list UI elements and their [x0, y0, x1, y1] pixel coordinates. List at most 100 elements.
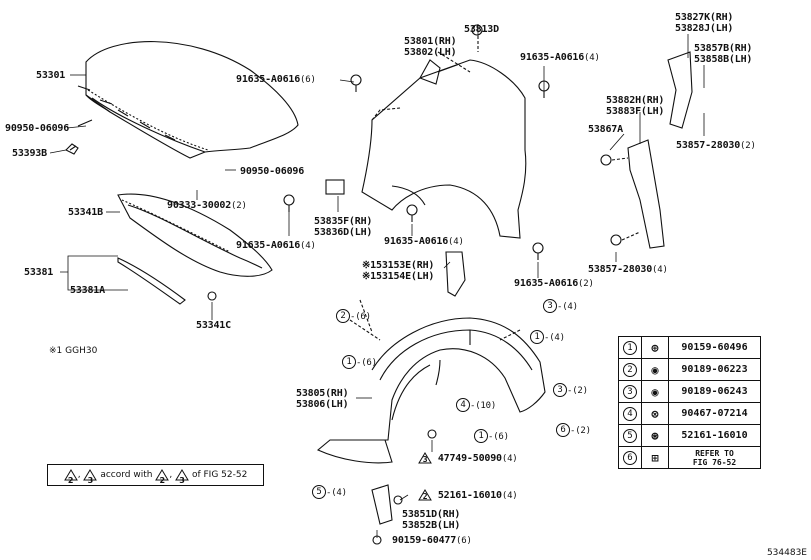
label-91635a-part: 91635-A0616	[236, 74, 301, 85]
triangle-2-icon: 2	[63, 468, 78, 485]
legend-row: 3◉90189-06243	[618, 380, 761, 403]
legend-number: 6	[618, 446, 642, 469]
legend-part-number: 90189-06243	[668, 380, 761, 403]
fastener-icon: ⊛	[641, 424, 669, 447]
label-91635a-qty: (6)	[300, 75, 316, 85]
label-53883f-lh: 53883F(LH)	[606, 106, 665, 117]
label-91635-a0616-2: 91635-A0616(2)	[514, 278, 594, 290]
label-91635-a0616-4-top: 91635-A0616(4)	[520, 52, 600, 64]
label-53381a: 53381A	[70, 285, 105, 296]
label-53857-28030-4: 53857-28030(4)	[588, 264, 668, 276]
label-53827k-rh: 53827K(RH)	[675, 12, 734, 23]
label-53828j-lh: 53828J(LH)	[675, 23, 734, 34]
legend-row: 4⊗90467-07214	[618, 402, 761, 425]
callout-6-2: 6-(2)	[556, 423, 591, 437]
label-53835f-rh: 53835F(RH)	[314, 216, 373, 227]
label-53154e-lh: ※153154E(LH)	[362, 271, 435, 282]
label-91635-a0616-4-mid: 91635-A0616(4)	[384, 236, 464, 248]
note-figure-ref: of FIG 52-52	[191, 470, 248, 480]
label-90159-60477: 90159-60477(6)	[392, 535, 472, 547]
label-91635c-qty: (4)	[300, 241, 316, 251]
clips-drawing	[283, 24, 550, 545]
fastener-icon: ◉	[641, 358, 669, 381]
fender-drawing	[361, 36, 527, 239]
label-53341c: 53341C	[196, 320, 231, 331]
fastener-icon: ⊗	[641, 402, 669, 425]
fastener-icon: ◉	[641, 380, 669, 403]
callout-1-6-right: 1-(6)	[474, 429, 509, 443]
label-53813d: 53813D	[464, 24, 499, 35]
triangle-3-icon: 3	[83, 468, 98, 485]
label-53857b2-part: 53857-28030	[588, 264, 653, 275]
label-47749-qty: (4)	[501, 454, 518, 464]
label-53806-lh: 53806(LH)	[296, 399, 349, 410]
label-53857b2-qty: (4)	[652, 265, 668, 275]
label-53153e-rh: ※153153E(RH)	[362, 260, 435, 271]
legend-number: 3	[618, 380, 642, 403]
label-53393b: 53393B	[12, 148, 47, 159]
label-53858b-lh: 53858B(LH)	[694, 54, 753, 65]
fender-bracket-drawing	[600, 51, 693, 249]
hood-insulator-drawing	[117, 193, 273, 305]
legend-number: 1	[618, 336, 642, 359]
legend-part-number: 90467-07214	[668, 402, 761, 425]
label-91635c-part: 91635-A0616	[236, 240, 301, 251]
label-90333-part: 90333-30002	[167, 200, 232, 211]
label-91635-a0616-4-left: 91635-A0616(4)	[236, 240, 316, 252]
fender-liner-drawing	[316, 299, 546, 464]
label-53857a-qty: (2)	[740, 141, 756, 151]
legend-part-number: 90189-06223	[668, 358, 761, 381]
label-52161-16010: 2 52161-16010(4)	[418, 489, 518, 502]
callout-1-6-left: 1-(6)	[342, 355, 377, 369]
label-90333-30002: 90333-30002(2)	[167, 200, 247, 212]
triangle-3-icon: 3	[418, 452, 432, 464]
label-91635-a0616-6: 91635-A0616(6)	[236, 74, 316, 86]
callout-4-10: 4-(10)	[456, 398, 496, 412]
label-91635b-qty: (4)	[584, 53, 600, 63]
figure-id: 534483E	[766, 548, 807, 558]
label-47749-50090: 3 47749-50090(4)	[418, 452, 518, 465]
label-90333-qty: (2)	[231, 201, 247, 211]
label-90159-qty: (6)	[456, 536, 472, 546]
legend-number: 5	[618, 424, 642, 447]
label-53857b-rh: 53857B(RH)	[694, 43, 753, 54]
label-53802-lh: 53802(LH)	[404, 47, 457, 58]
accord-note: 2, 3 accord with 2, 3 of FIG 52-52	[47, 464, 264, 486]
label-53801-rh: 53801(RH)	[404, 36, 457, 47]
callout-1-4: 1-(4)	[530, 330, 565, 344]
label-53857a-part: 53857-28030	[676, 140, 741, 151]
label-53836d-lh: 53836D(LH)	[314, 227, 373, 238]
legend-number: 2	[618, 358, 642, 381]
label-53805-rh: 53805(RH)	[296, 388, 349, 399]
label-53381: 53381	[24, 267, 54, 278]
label-53301: 53301	[36, 70, 66, 81]
label-47749-part: 47749-50090	[437, 453, 502, 464]
label-53857-28030-2: 53857-28030(2)	[676, 140, 756, 152]
callout-5-4: 5-(4)	[312, 485, 347, 499]
triangle-2-icon: 2	[155, 468, 170, 485]
triangle-2-icon: 2	[418, 489, 432, 501]
legend-row: 5⊛52161-16010	[618, 424, 761, 447]
label-91635d-qty: (4)	[448, 237, 464, 247]
fastener-icon: ⊕	[641, 336, 669, 359]
triangle-3-icon: 3	[175, 468, 189, 485]
callout-2-6: 2-(6)	[336, 309, 371, 323]
label-90950-06096-right: 90950-06096	[240, 166, 305, 177]
callout-3-4: 3-(4)	[543, 299, 578, 313]
callout-3-2: 3-(2)	[553, 383, 588, 397]
label-53852b-lh: 53852B(LH)	[402, 520, 461, 531]
label-91635e-part: 91635-A0616	[514, 278, 579, 289]
legend-number: 4	[618, 402, 642, 425]
label-53341b: 53341B	[68, 207, 103, 218]
label-53851d-rh: 53851D(RH)	[402, 509, 461, 520]
label-90950-06096-left: 90950-06096	[5, 123, 70, 134]
label-91635e-qty: (2)	[578, 279, 594, 289]
legend-part-number: 90159-60496	[668, 336, 761, 359]
label-91635b-part: 91635-A0616	[520, 52, 585, 63]
fastener-icon: ⊞	[641, 446, 669, 469]
legend-part-number: 52161-16010	[668, 424, 761, 447]
label-52161-part: 52161-16010	[437, 490, 502, 501]
